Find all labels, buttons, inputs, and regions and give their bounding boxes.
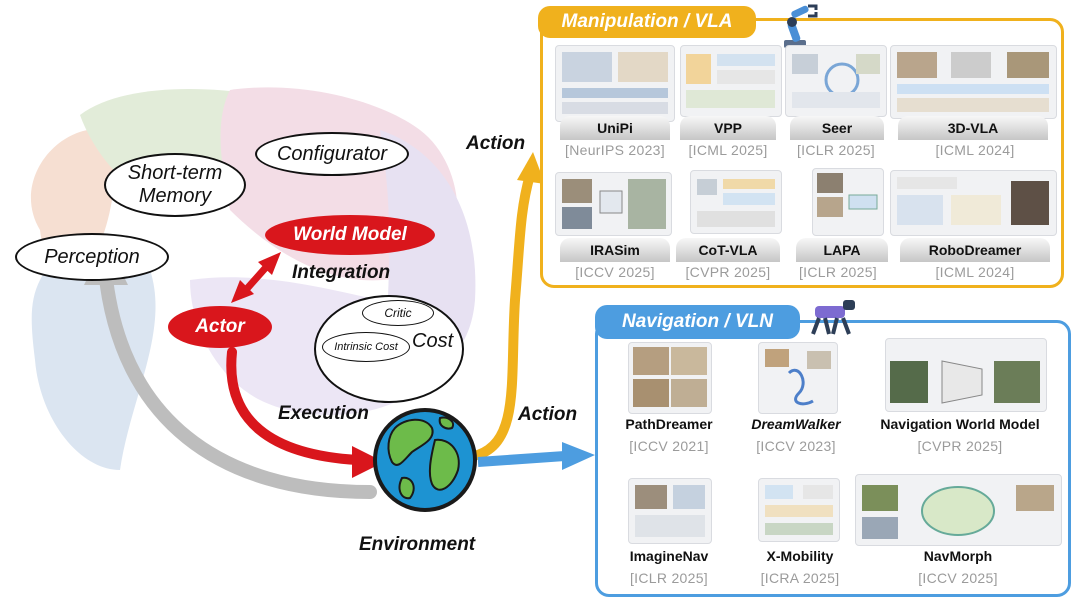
dreamwalker-venue: [ICCV 2023] <box>756 438 836 454</box>
irasim-venue: [ICCV 2025] <box>575 264 655 280</box>
cot-vla-figure <box>690 170 782 234</box>
navigation-world-model-figure <box>885 338 1047 412</box>
vpp-figure <box>680 45 782 117</box>
manipulation-title: Manipulation / VLA <box>538 6 756 38</box>
robodreamer-figure <box>890 170 1057 236</box>
dreamwalker-name: DreamWalker <box>751 416 841 432</box>
3d-vla-venue: [ICML 2024] <box>935 142 1015 158</box>
x-mobility-figure <box>758 478 840 542</box>
configurator-node: Configurator <box>255 132 409 176</box>
integration-label: Integration <box>292 262 391 283</box>
seer-name: Seer <box>790 116 884 140</box>
cot-vla-venue: [CVPR 2025] <box>685 264 771 280</box>
navmorph-venue: [ICCV 2025] <box>918 570 998 586</box>
irasim-name: IRASim <box>560 238 670 262</box>
x-mobility-venue: [ICRA 2025] <box>760 570 840 586</box>
imaginenav-figure <box>628 478 712 544</box>
world-model-node: World Model <box>265 215 435 255</box>
feedback-arrow <box>98 263 377 499</box>
seer-venue: [ICLR 2025] <box>796 142 875 158</box>
action-label-top: Action <box>466 133 526 154</box>
execution-label: Execution <box>278 403 369 424</box>
robot-dog-icon <box>811 300 855 335</box>
3d-vla-name: 3D-VLA <box>898 116 1048 140</box>
lapa-figure <box>812 168 884 236</box>
cot-vla-name: CoT-VLA <box>676 238 780 262</box>
x-mobility-name: X-Mobility <box>766 548 834 564</box>
environment-label: Environment <box>359 534 476 555</box>
vpp-name: VPP <box>680 116 776 140</box>
unipi-figure <box>555 45 675 122</box>
short-term-memory-node: Short-term Memory <box>104 153 246 217</box>
navigation-title: Navigation / VLN <box>595 305 800 339</box>
navmorph-name: NavMorph <box>923 548 993 564</box>
imaginenav-name: ImagineNav <box>629 548 709 564</box>
pathdreamer-venue: [ICCV 2021] <box>629 438 709 454</box>
dreamwalker-figure <box>758 342 838 414</box>
actor-node: Actor <box>168 306 272 348</box>
intrinsic-cost-node: Intrinsic Cost <box>322 332 410 362</box>
seer-figure <box>785 45 887 117</box>
robodreamer-name: RoboDreamer <box>900 238 1050 262</box>
irasim-figure <box>555 172 672 236</box>
unipi-venue: [NeurIPS 2023] <box>565 142 665 158</box>
navigation-world-model-venue: [CVPR 2025] <box>917 438 1003 454</box>
lapa-venue: [ICLR 2025] <box>798 264 877 280</box>
critic-node: Critic <box>362 300 434 326</box>
brain-region-blue <box>31 252 156 470</box>
action-arrow-manipulation <box>473 170 535 460</box>
vpp-venue: [ICML 2025] <box>688 142 768 158</box>
pathdreamer-figure <box>628 342 712 414</box>
robot-arm-icon <box>784 4 818 48</box>
robodreamer-venue: [ICML 2024] <box>935 264 1015 280</box>
perception-node: Perception <box>15 233 169 281</box>
3d-vla-figure <box>890 45 1057 119</box>
cost-label: Cost <box>412 330 454 352</box>
action-arrow-navigation <box>477 451 566 467</box>
unipi-name: UniPi <box>560 116 670 140</box>
pathdreamer-name: PathDreamer <box>625 416 713 432</box>
execution-arrow <box>226 347 363 465</box>
navmorph-figure <box>855 474 1062 546</box>
imaginenav-venue: [ICLR 2025] <box>629 570 708 586</box>
action-label-bottom: Action <box>518 404 578 425</box>
earth-globe-icon <box>373 408 477 512</box>
lapa-name: LAPA <box>796 238 888 262</box>
navigation-world-model-name: Navigation World Model <box>880 416 1040 432</box>
